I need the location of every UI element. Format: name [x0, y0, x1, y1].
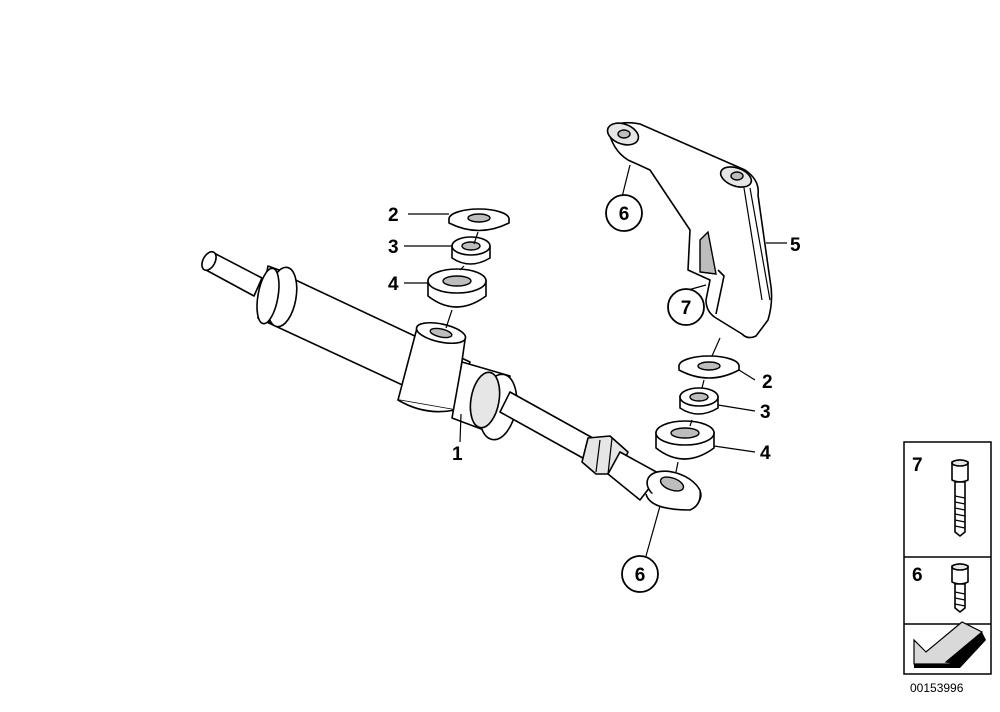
right-axis-line: [675, 337, 721, 473]
legend-label-6: 6: [912, 565, 923, 586]
callout-3-right: 3: [760, 402, 771, 423]
callout-5: 5: [790, 235, 801, 256]
left-washer: [448, 208, 510, 232]
damper-bracket: [606, 121, 773, 339]
callout-7-bubble: [667, 288, 705, 326]
callout-2-right: 2: [762, 372, 773, 393]
callout-2-left: 2: [388, 205, 399, 226]
long-screw-icon: [951, 459, 969, 537]
callout-6-bottom: 6: [635, 565, 646, 586]
callout-6-top-bubble: [605, 194, 643, 232]
callout-1: 1: [452, 444, 463, 465]
right-washer: [678, 355, 740, 379]
callout-4-right: 4: [760, 443, 771, 464]
leader-lines: [404, 164, 787, 557]
legend-label-7: 7: [912, 455, 923, 476]
callout-7: 7: [681, 298, 692, 319]
orientation-arrow-icon: [913, 621, 986, 668]
right-ring: [655, 420, 715, 460]
callout-6-bottom-bubble: [621, 555, 659, 593]
right-bush: [679, 387, 719, 415]
diagram-id: 00153996: [910, 681, 964, 695]
callout-6-top: 6: [619, 204, 630, 225]
left-axis-line: [445, 231, 479, 329]
steering-damper: [201, 250, 702, 511]
short-screw-icon: [951, 563, 969, 613]
legend-panel: [903, 441, 992, 675]
left-bush: [451, 236, 491, 265]
left-ring: [427, 268, 487, 308]
callout-3-left: 3: [388, 237, 399, 258]
callout-4-left: 4: [388, 274, 399, 295]
